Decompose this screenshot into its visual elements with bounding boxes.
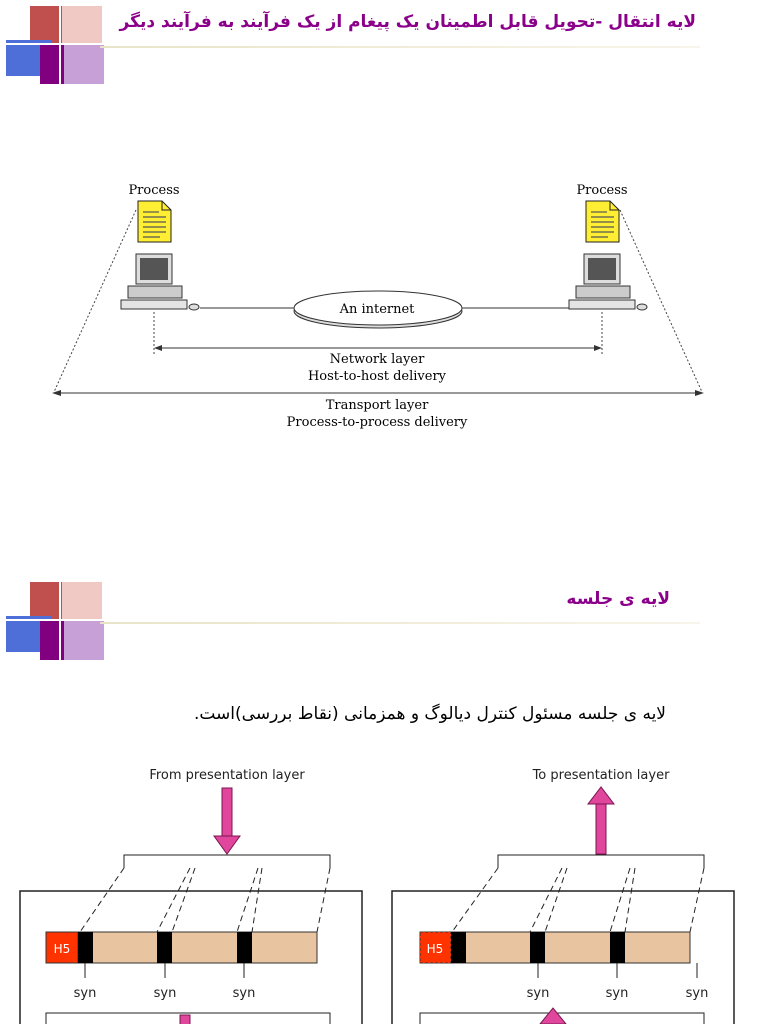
session-layer-description: لایه ی جلسه مسئول کنترل دیالوگ و همزمانی… [193,704,666,724]
left-process-document-icon [137,200,172,243]
right-data-bar: H5 [419,931,691,964]
right-process-document-icon [585,200,620,243]
down-arrow-icon [213,787,241,855]
title-rule [100,46,700,48]
to-presentation-label: To presentation layer [532,768,671,783]
syn-label: syn [527,986,550,1001]
left-computer-icon [120,253,200,311]
syn-label: syn [233,986,256,1001]
left-process-label: Process [128,183,179,198]
right-computer-icon [568,253,648,311]
transport-layer-figure: Process Process [52,183,704,430]
syn-label: syn [74,986,97,1001]
from-presentation-label: From presentation layer [149,768,305,783]
title-rule [100,622,700,624]
syn-label: syn [154,986,177,1001]
network-delivery-label: Host-to-host delivery [308,369,447,384]
left-data-bar: H5 [45,931,318,964]
slide-corner-decoration [0,0,110,90]
syn-label: syn [606,986,629,1001]
slide-title: لایه انتقال -تحویل قابل اطمینان یک پیغام… [119,12,696,32]
h5-header [419,931,452,964]
slide-corner-decoration [0,576,110,666]
slide-title: لایه ی جلسه [566,589,670,609]
transport-layer-label: Transport layer [326,398,429,413]
network-layer-arrow [154,345,602,351]
internet-label: An internet [339,302,416,317]
slide-session-layer: لایه ی جلسه لایه ی جلسه مسئول کنترل دیال… [0,576,768,1024]
h5-header-label: H5 [54,942,71,956]
h5-header-label: H5 [427,942,444,956]
network-layer-label: Network layer [330,352,425,367]
session-layer-figure: From presentation layer To presentation … [19,768,735,1024]
up-arrow-icon [586,786,616,855]
syn-label: syn [686,986,709,1001]
right-process-label: Process [576,183,627,198]
slide-transport-layer: لایه انتقال -تحویل قابل اطمینان یک پیغام… [0,0,704,430]
transport-layer-arrow [52,390,704,396]
transport-delivery-label: Process-to-process delivery [287,415,468,430]
h5-header [45,931,79,964]
